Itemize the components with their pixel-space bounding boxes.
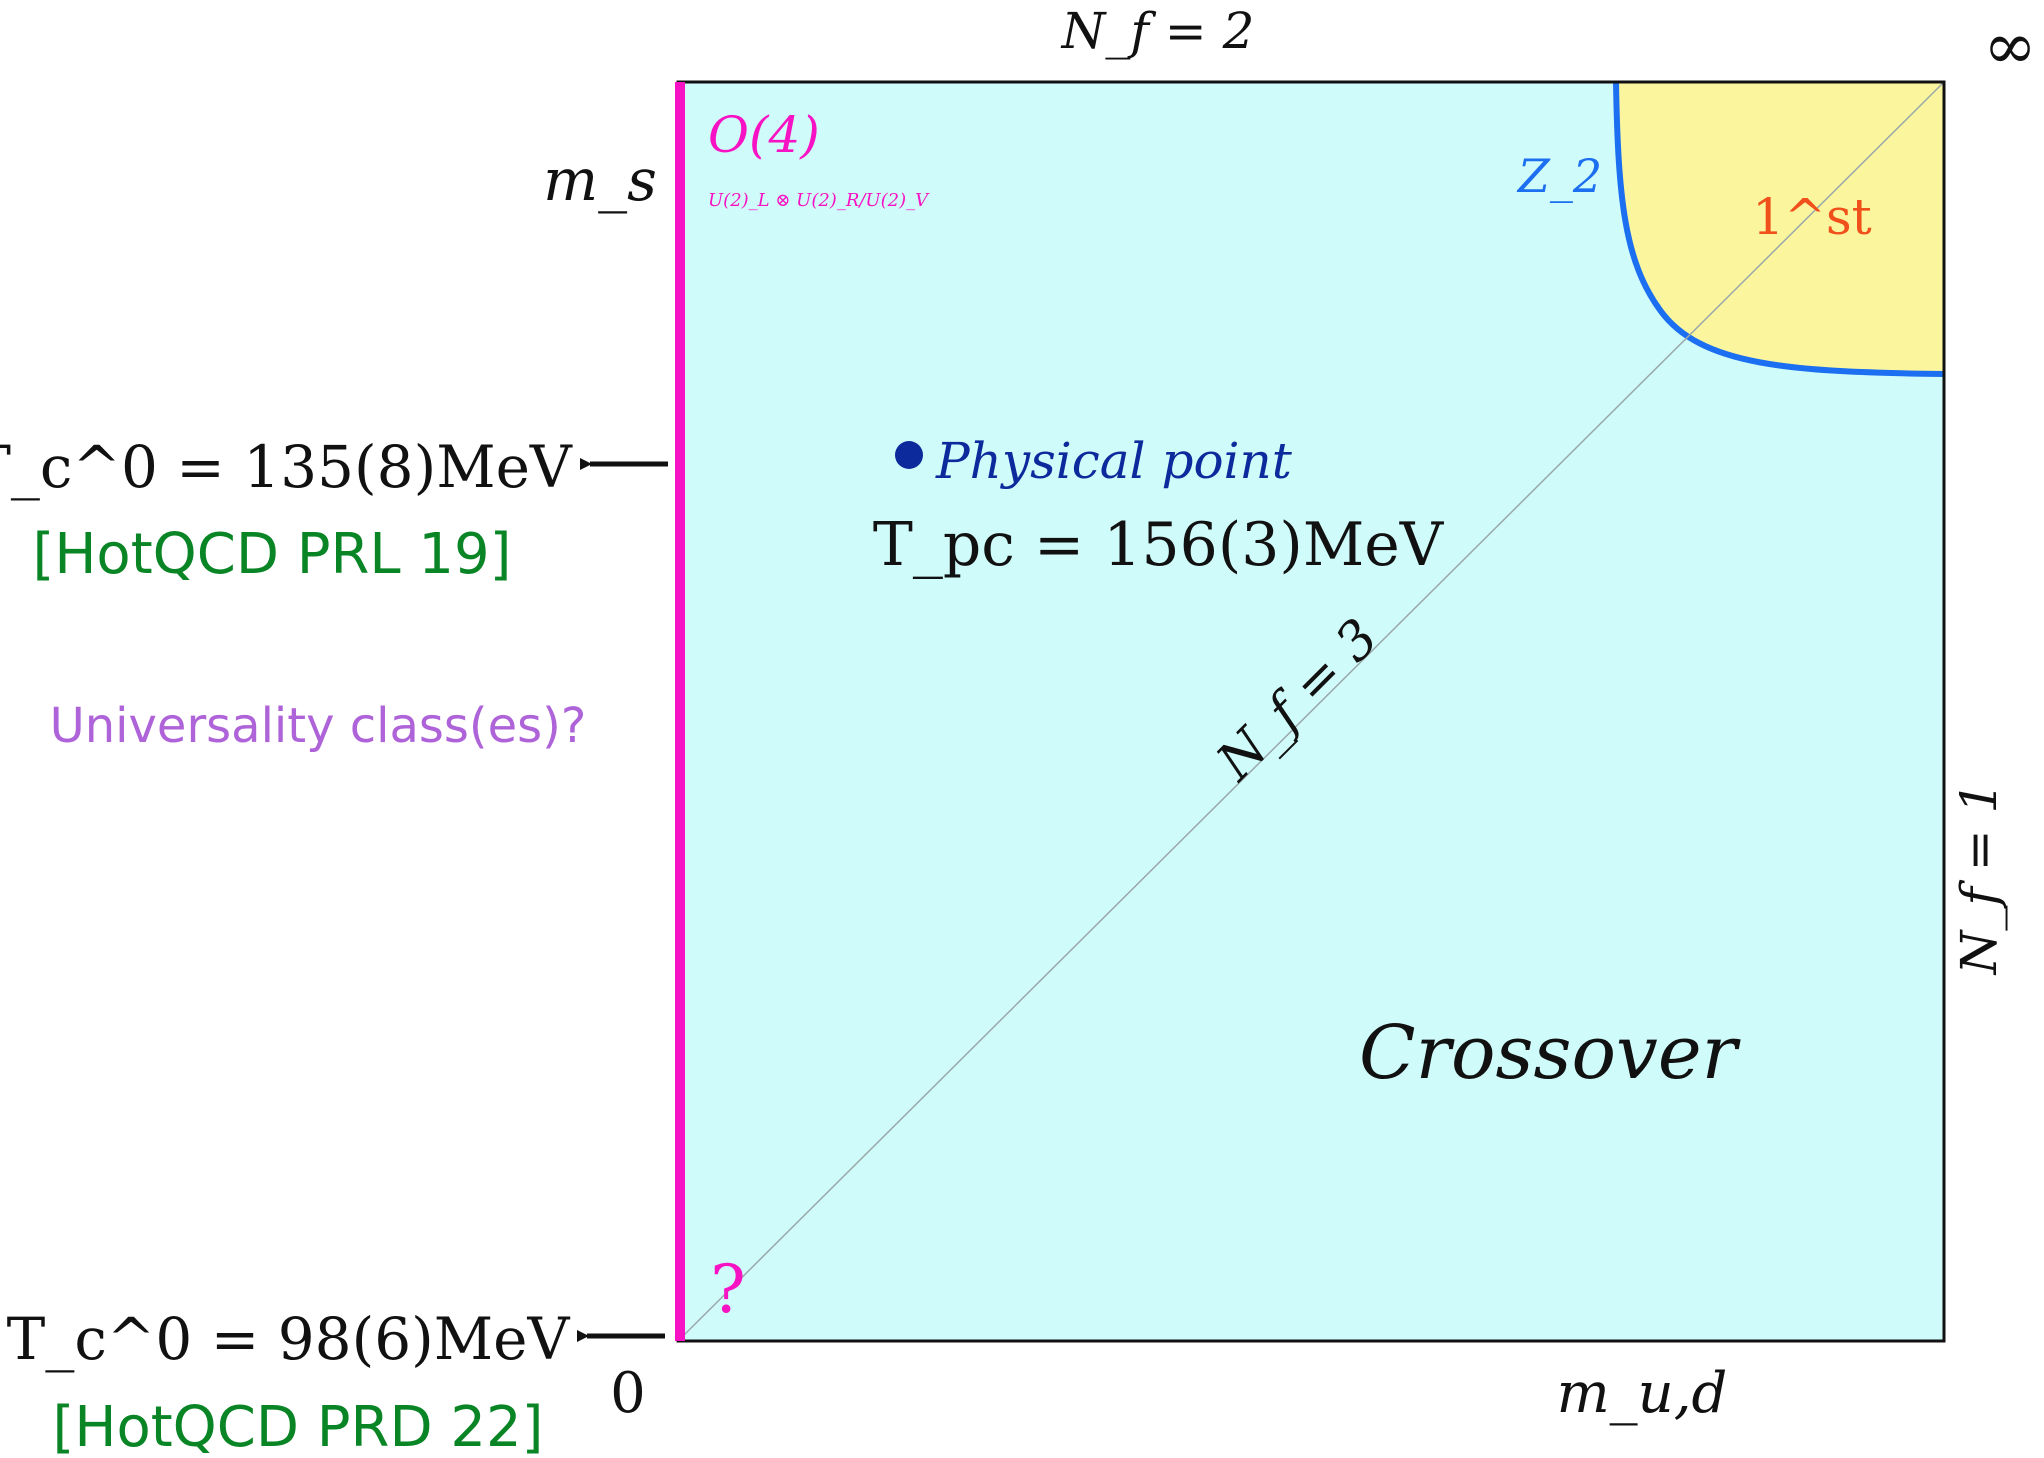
infinity-label: ∞	[1983, 10, 2036, 84]
physical-point-label: Physical point	[935, 432, 1293, 490]
ms-axis-label: m_s	[543, 146, 657, 214]
first-order-label: 1^st	[1752, 188, 1871, 246]
z2-critical-line	[1613, 81, 1945, 377]
nf2-label: N_f = 2	[1061, 2, 1255, 60]
ref-lower-label: [HotQCD PRD 22]	[53, 1395, 544, 1458]
nf1-label: N_f = 1	[1950, 782, 2008, 976]
first-order-region	[1616, 82, 1944, 374]
tc-upper-label: T_c^0 = 135(8)MeV	[0, 433, 573, 501]
crossover-label: Crossover	[1359, 1010, 1742, 1096]
mud-axis-label: m_u,d	[1557, 1361, 1728, 1426]
ref-upper-label: [HotQCD PRL 19]	[32, 522, 511, 587]
origin-label: 0	[610, 1361, 646, 1426]
tc-lower-label: T_c^0 = 98(6)MeV	[7, 1305, 571, 1373]
o4-label: O(4)	[708, 106, 820, 164]
nf3-diagonal	[677, 81, 1945, 1342]
question-label: ?	[710, 1251, 745, 1328]
z2-label: Z_2	[1516, 149, 1602, 203]
o4-symmetry-label: U(2)_L ⊗ U(2)_R/U(2)_V	[708, 190, 930, 211]
physical-point-marker	[895, 441, 923, 469]
tpc-label: T_pc = 156(3)MeV	[873, 510, 1445, 580]
universality-label: Universality class(es)?	[50, 698, 587, 754]
